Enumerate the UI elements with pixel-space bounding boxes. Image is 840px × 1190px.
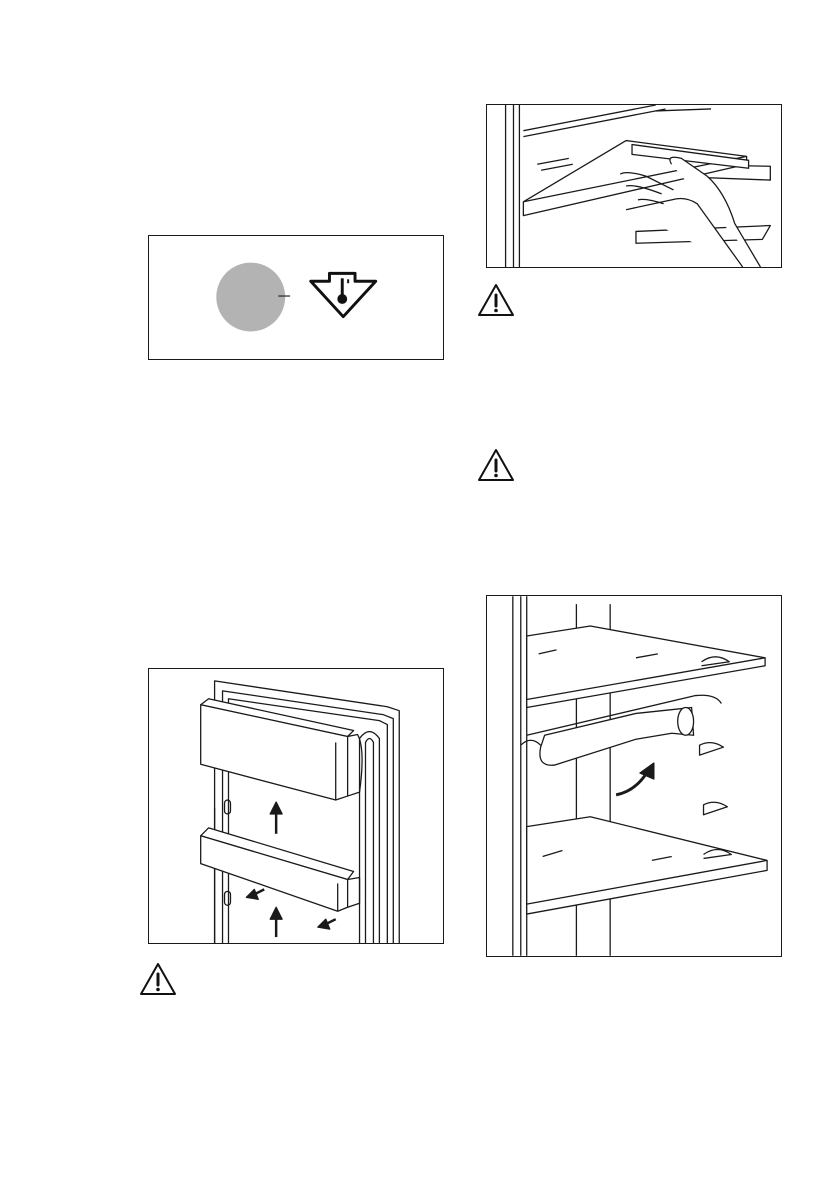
door-balcony-illustration [149, 669, 443, 943]
temperature-indicator-icon [149, 236, 443, 359]
glass-shelf-figure [486, 104, 782, 268]
bottle-rack-illustration [487, 596, 781, 956]
temperature-indicator-figure [148, 235, 444, 360]
warning-triangle-icon [477, 448, 515, 482]
warning-triangle-icon [139, 962, 177, 996]
warning-triangle-icon [477, 283, 515, 317]
indicator-circle [216, 263, 285, 332]
bottle-rack-figure [486, 595, 782, 957]
glass-shelf-hand-illustration [487, 105, 781, 267]
door-balcony-figure [148, 668, 444, 944]
